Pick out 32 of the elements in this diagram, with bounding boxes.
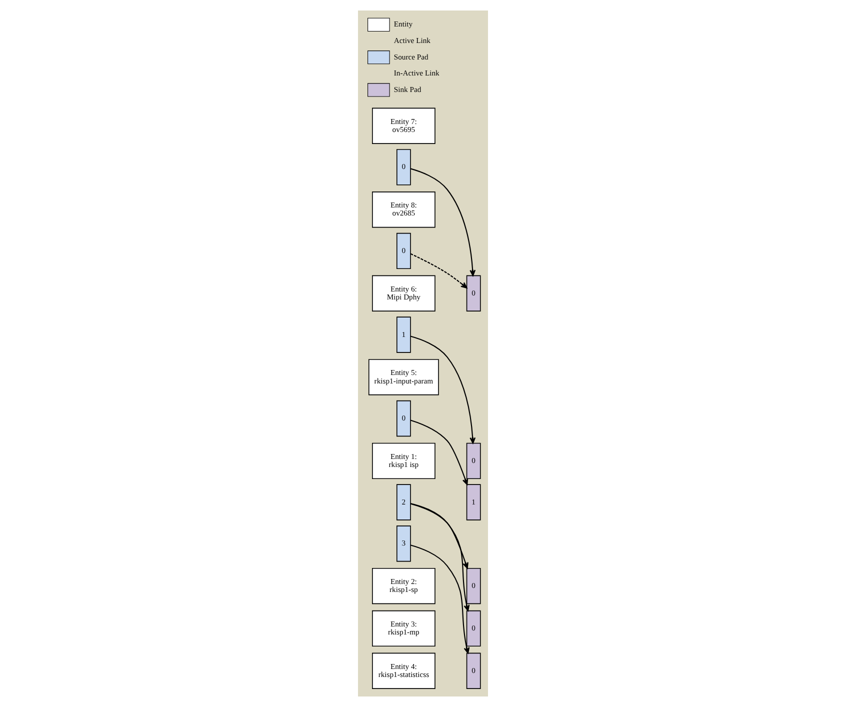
node-box: Entity 4: rkisp1-statisticss [372, 652, 435, 689]
node-box: 0 [396, 232, 410, 270]
node-box: Entity 3: rkisp1-mp [372, 610, 435, 647]
arrow [410, 544, 470, 654]
node-box: 0 [466, 610, 480, 647]
legend-label: Entity [393, 20, 412, 29]
node-box: 0 [396, 400, 410, 437]
node-box: Entity 2: rkisp1-sp [372, 568, 435, 604]
node-box: Entity 1: rkisp1 isp [372, 442, 435, 480]
node-box: 3 [396, 526, 410, 562]
arrow [410, 502, 470, 612]
node-box: 0 [466, 568, 480, 604]
arrow [410, 420, 468, 486]
legend-label: Sink Pad [393, 84, 421, 94]
arrow [410, 503, 468, 569]
node-box: 0 [466, 652, 480, 689]
legend-label: In-Active Link [393, 68, 439, 78]
node-box: Entity 7: ov5695 [372, 108, 435, 144]
node-box: 1 [466, 484, 480, 520]
legend-label: Source Pad [393, 52, 428, 62]
node-box: 0 [466, 275, 480, 312]
legend-label: Active Link [393, 36, 430, 46]
node-box: 0 [466, 442, 480, 480]
node-box: Entity 8: ov2685 [372, 192, 435, 228]
node-box: 0 [396, 149, 410, 186]
arrow [410, 168, 476, 276]
node-box: Entity 5: rkisp1-input-param [368, 359, 438, 396]
node-box: Entity 6: Mipi Dphy [372, 275, 435, 312]
node-box: 1 [396, 316, 410, 353]
node-box: 2 [396, 484, 410, 520]
arrow [410, 336, 476, 444]
arrow [410, 253, 467, 288]
